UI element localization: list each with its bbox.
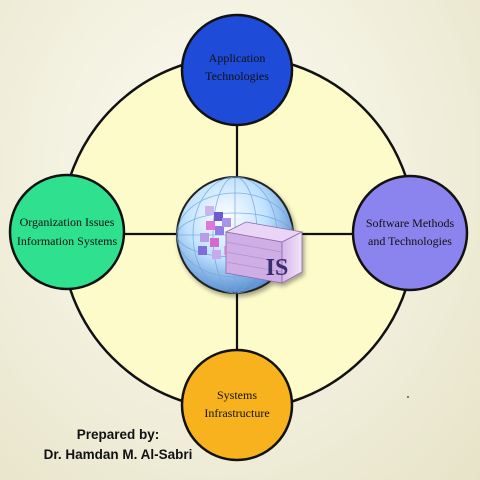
node-bottom-label-line2: Infrastructure [204,406,269,420]
node-application-technologies: Application Technologies [180,13,294,127]
node-left-label-line1: Organization Issues [20,215,115,229]
is-box [224,221,304,284]
center-globe: IS [176,176,304,294]
node-organization-issues: Organization Issues Information Systems [8,173,126,291]
node-top-label-line2: Technologies [205,69,269,83]
node-circle-bottom [180,348,294,462]
credits-prepared-by: Prepared by: [76,427,160,442]
node-left-label-line2: Information Systems [17,234,118,248]
node-right-label-line1: Software Methods [366,216,455,230]
node-circle-left [8,173,126,291]
node-circle-top [180,13,294,127]
stray-dot [407,396,409,398]
credits: Prepared by: Dr. Hamdan M. Al-Sabri [18,425,218,465]
node-right-label-line2: and Technologies [368,234,452,248]
is-label: IS [266,255,289,281]
node-circle-right [351,174,469,292]
node-software-methods: Software Methods and Technologies [351,174,469,292]
node-bottom-label-line1: Systems [217,388,257,402]
credits-author-name: Dr. Hamdan M. Al-Sabri [43,447,193,462]
node-top-label-line1: Application [209,51,266,65]
node-systems-infrastructure: Systems Infrastructure [180,348,294,462]
